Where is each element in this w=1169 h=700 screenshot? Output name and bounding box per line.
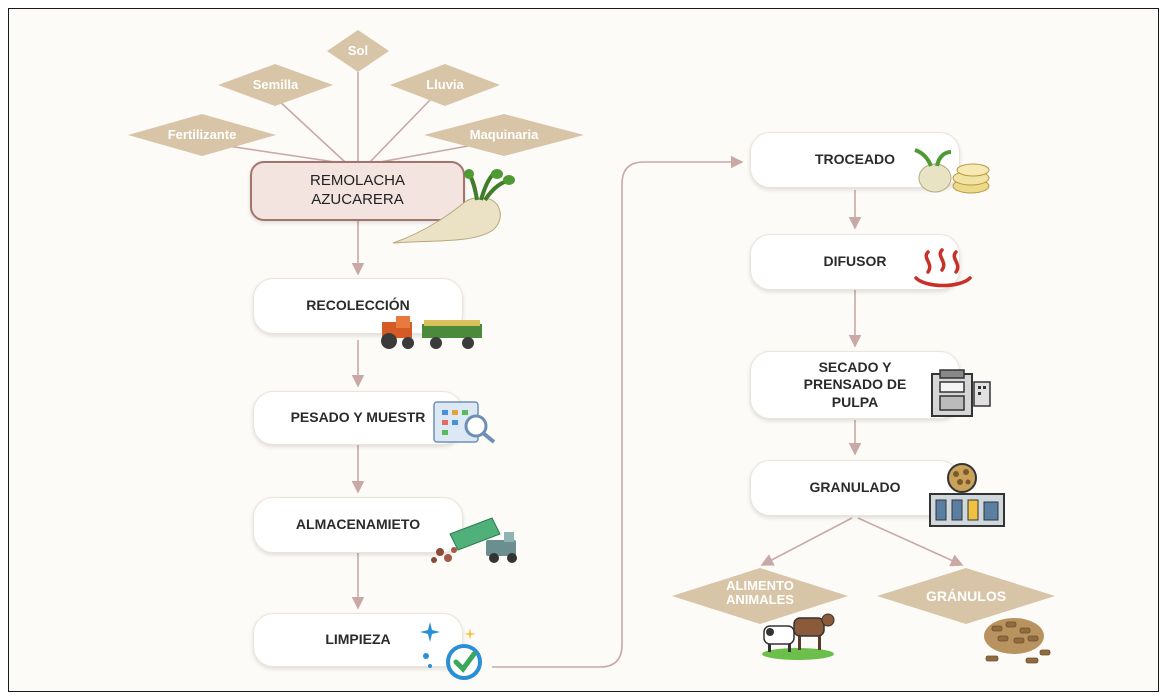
input-maquinaria-label: Maquinaria <box>469 127 539 143</box>
step-remolacha-label: REMOLACHA AZUCARERA <box>309 172 406 208</box>
step-difusor-label: DIFUSOR <box>823 253 887 270</box>
step-recoleccion-label: RECOLECCIÓN <box>306 297 410 314</box>
arrow-granulado-alimento <box>760 517 853 566</box>
arrow-limpieza-troceado <box>492 155 744 668</box>
dump-truck-icon <box>431 517 517 563</box>
pellet-factory-icon <box>929 463 1005 527</box>
link-lluvia <box>369 99 431 163</box>
step-almacenamiento: ALMACENAMIETO <box>253 497 463 553</box>
step-troceado-label: TROCEADO <box>814 151 896 168</box>
step-troceado: TROCEADO <box>750 132 960 188</box>
step-remolacha-azucarera: REMOLACHA AZUCARERA <box>250 161 465 221</box>
press-machine-icon <box>931 369 991 417</box>
step-secado-prensado: SECADO Y PRENSADO DE PULPA <box>750 351 960 419</box>
output-alimento-diamond: ALIMENTO ANIMALES <box>672 568 848 624</box>
farm-animals-icon <box>762 613 835 660</box>
input-semilla-label: Semilla <box>252 77 299 93</box>
step-secado-label: SECADO Y PRENSADO DE PULPA <box>803 358 907 410</box>
step-pesado-muestreo: PESADO Y MUESTR <box>253 391 463 445</box>
steam-icon <box>914 248 972 288</box>
output-granulos-diamond: GRÁNULOS <box>877 568 1055 624</box>
sliced-beet-icon <box>914 148 990 194</box>
arrow-granulado-granulos <box>857 517 964 567</box>
input-fertilizante-label: Fertilizante <box>167 127 237 143</box>
step-pesado-label: PESADO Y MUESTR <box>290 409 426 426</box>
sparkle-check-icon <box>420 622 482 680</box>
link-semilla <box>277 99 346 163</box>
sugar-beet-icon <box>392 169 515 244</box>
input-sol-diamond: Sol <box>327 30 389 72</box>
link-fertilizante <box>227 145 336 163</box>
tractor-trailer-icon <box>381 316 482 349</box>
step-limpieza-label: LIMPIEZA <box>325 631 391 648</box>
input-sol-label: Sol <box>347 43 369 59</box>
pellets-icon <box>984 618 1051 664</box>
step-granulado: GRANULADO <box>750 460 960 516</box>
step-granulado-label: GRANULADO <box>809 479 901 496</box>
input-semilla-diamond: Semilla <box>218 64 333 106</box>
output-alimento-label: ALIMENTO ANIMALES <box>726 578 794 607</box>
input-fertilizante-diamond: Fertilizante <box>128 114 276 156</box>
link-maquinaria <box>379 145 469 163</box>
input-lluvia-diamond: Lluvia <box>390 64 500 106</box>
step-difusor: DIFUSOR <box>750 234 960 290</box>
input-lluvia-label: Lluvia <box>426 77 464 93</box>
step-almacenamiento-label: ALMACENAMIETO <box>295 516 421 533</box>
input-maquinaria-diamond: Maquinaria <box>424 114 584 156</box>
output-granulos-label: GRÁNULOS <box>925 587 1007 604</box>
clipboard-magnifier-icon <box>433 401 496 444</box>
